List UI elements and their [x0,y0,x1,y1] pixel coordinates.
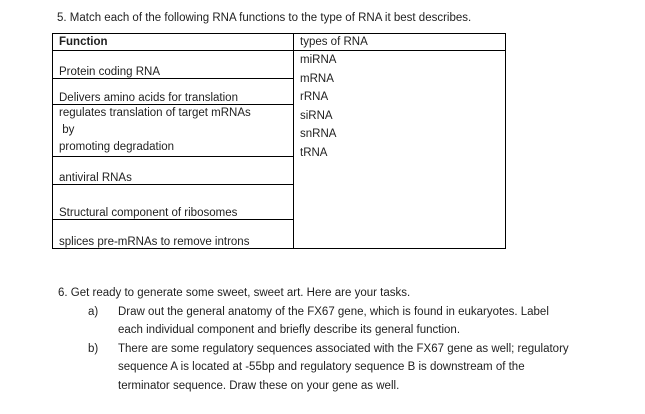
item-b-text-line: terminator sequence. Draw these on your … [118,379,400,392]
item-a-marker: a) [88,305,99,318]
cell-text-line: by [59,124,75,136]
rna-type-rrna: rRNA [300,91,329,103]
table-row: splices pre-mRNAs to remove introns [52,219,506,249]
cell-text-line: promoting degradation [59,141,175,153]
cell-text-line: regulates translation of target mRNAs [59,107,251,119]
question5-prompt: 5. Match each of the following RNA funct… [57,12,472,24]
rna-types-list-cell: miRNA mRNA rRNA siRNA snRNA tRNA [293,50,506,249]
item-b-text-line: There are some regulatory sequences asso… [118,342,569,355]
rna-type-snrna: snRNA [300,128,337,140]
rna-type-trna: tRNA [300,146,328,159]
function-cell-protein-coding-rna: Protein coding RNA [52,50,294,79]
rna-type-mrna: mRNA [300,72,334,85]
item-a-text-line: Draw out the general anatomy of the FX67… [118,305,549,318]
function-cell-regulates-translation: regulates translation of target mRNAs by… [52,104,294,157]
column-header-types-of-rna: types of RNA [293,33,506,51]
column-header-function: Function [52,33,294,51]
rna-type-sirna: siRNA [300,109,333,122]
function-cell-antiviral-rnas: antiviral RNAs [52,156,294,185]
question6-prompt: 6. Get ready to generate some sweet, swe… [58,287,411,299]
function-cell-splices-pre-mrnas: splices pre-mRNAs to remove introns [52,219,294,249]
rna-type-mirna: miRNA [300,54,337,66]
item-a-text-line: each individual component and briefly de… [118,324,461,336]
item-b-marker: b) [88,342,99,355]
rna-matching-table: Function types of RNA Protein coding RNA… [52,33,506,249]
table-header-row: Function types of RNA [52,33,506,51]
function-cell-structural-component: Structural component of ribosomes [52,184,294,220]
question6-item-a: a) Draw out the general anatomy of the F… [58,303,618,340]
question6-item-b: b) There are some regulatory sequences a… [58,340,618,396]
table-row: Protein coding RNA miRNA mRNA rRNA siRNA… [52,50,506,249]
item-b-text-line: sequence A is located at -55bp and regul… [118,361,525,373]
function-cell-delivers-amino-acids: Delivers amino acids for translation [52,78,294,105]
question6-block: 6. Get ready to generate some sweet, swe… [58,284,618,395]
table-row: regulates translation of target mRNAs by… [52,104,506,157]
